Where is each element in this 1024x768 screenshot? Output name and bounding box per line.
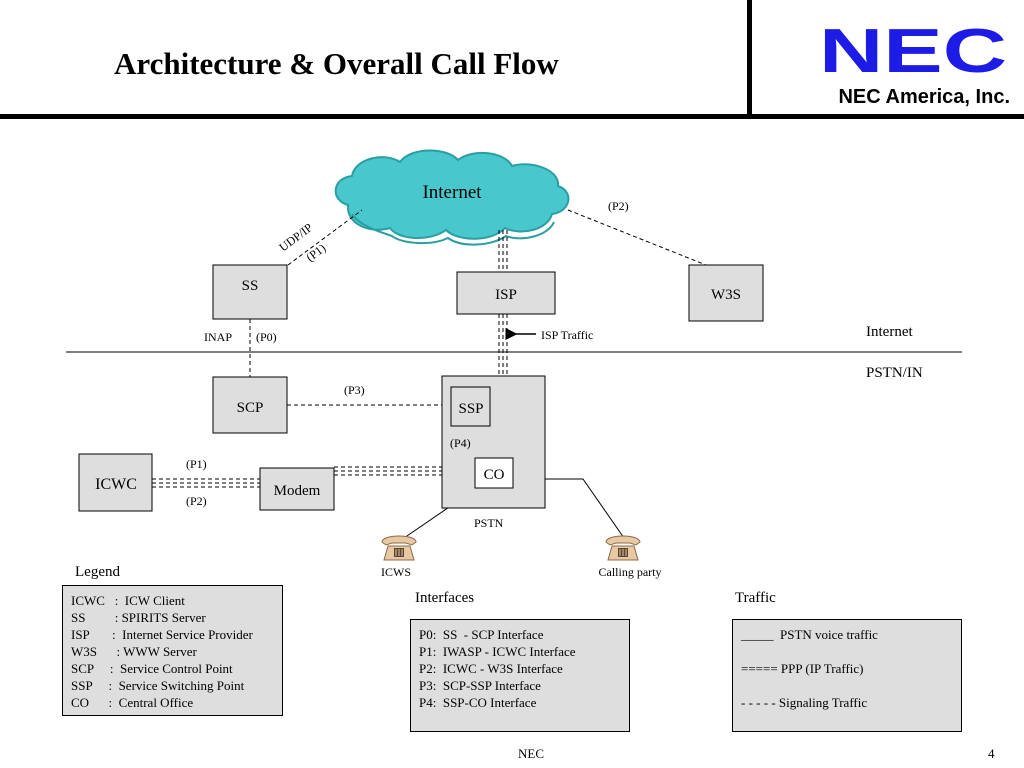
svg-text:Modem: Modem xyxy=(274,483,321,499)
icws-label: ICWS xyxy=(381,565,411,579)
svg-text:SS: SS xyxy=(242,278,259,294)
traffic-item: ===== PPP (IP Traffic) xyxy=(741,661,864,676)
p4-label: (P4) xyxy=(450,436,471,450)
node-icwc: ICWC xyxy=(78,453,153,512)
svg-text:W3S: W3S xyxy=(711,287,741,303)
nec-logo-text: NEC xyxy=(819,26,1007,78)
interface-item: P3: SCP-SSP Interface xyxy=(419,678,541,693)
p1-ss-label: (P1) xyxy=(303,241,328,265)
traffic-title: Traffic xyxy=(735,590,776,606)
internet-cloud xyxy=(334,149,570,246)
inap-label: INAP xyxy=(204,330,232,344)
zone-internet-label: Internet xyxy=(866,324,913,340)
p1-icwc-label: (P1) xyxy=(186,457,207,471)
traffic-item: - - - - - Signaling Traffic xyxy=(741,695,868,710)
legend-item: ISP : Internet Service Provider xyxy=(71,627,253,642)
legend-item: CO : Central Office xyxy=(71,695,194,710)
node-ssp: SSP xyxy=(450,386,491,427)
header-divider-horizontal xyxy=(0,114,1024,119)
p0-label: (P0) xyxy=(256,330,277,344)
legend-item: W3S : WWW Server xyxy=(71,644,197,659)
interfaces-title: Interfaces xyxy=(415,590,475,606)
legend-item: SS : SPIRITS Server xyxy=(71,610,206,625)
interface-item: P4: SSP-CO Interface xyxy=(419,695,537,710)
pstn-label: PSTN xyxy=(474,516,504,530)
phone-icon xyxy=(605,535,641,561)
interface-item: P0: SS - SCP Interface xyxy=(419,627,544,642)
cloud-label: Internet xyxy=(422,182,482,203)
node-ss: SS xyxy=(212,264,288,320)
header-divider-vertical xyxy=(747,0,752,114)
company-name: NEC America, Inc. xyxy=(838,86,1010,108)
zone-pstn-in-label: PSTN/IN xyxy=(866,365,923,381)
isp-traffic-label: ISP Traffic xyxy=(541,328,593,342)
page-number: 4 xyxy=(988,746,995,761)
svg-text:SSP: SSP xyxy=(458,401,483,417)
svg-text:ICWC: ICWC xyxy=(95,476,137,493)
svg-text:ISP: ISP xyxy=(495,287,517,303)
phone-icon xyxy=(381,535,417,561)
node-w3s: W3S xyxy=(688,264,764,322)
node-isp: ISP xyxy=(456,271,556,315)
node-scp: SCP xyxy=(212,376,288,434)
svg-text:SCP: SCP xyxy=(237,400,264,416)
p2-icwc-label: (P2) xyxy=(186,494,207,508)
page-title: Architecture & Overall Call Flow xyxy=(114,46,559,81)
legend-box: ICWC : ICW Client SS : SPIRITS Server IS… xyxy=(62,585,283,716)
interfaces-box: P0: SS - SCP Interface P1: IWASP - ICWC … xyxy=(410,619,630,732)
nec-logo: NEC xyxy=(819,26,1007,78)
node-co: CO xyxy=(474,457,514,489)
legend-item: SSP : Service Switching Point xyxy=(71,678,245,693)
legend-item: ICWC : ICW Client xyxy=(71,593,185,608)
traffic-box: _____ PSTN voice traffic ===== PPP (IP T… xyxy=(732,619,962,732)
traffic-item: _____ PSTN voice traffic xyxy=(741,627,878,642)
legend-item: SCP : Service Control Point xyxy=(71,661,233,676)
node-modem: Modem xyxy=(259,467,335,511)
legend-title: Legend xyxy=(75,564,120,580)
interface-item: P1: IWASP - ICWC Interface xyxy=(419,644,576,659)
interface-item: P2: ICWC - W3S Interface xyxy=(419,661,563,676)
calling-party-label: Calling party xyxy=(599,565,662,579)
footer-label: NEC xyxy=(518,746,544,761)
p3-label: (P3) xyxy=(344,383,365,397)
p2-w3s-label: (P2) xyxy=(608,199,629,213)
svg-text:CO: CO xyxy=(484,467,505,483)
